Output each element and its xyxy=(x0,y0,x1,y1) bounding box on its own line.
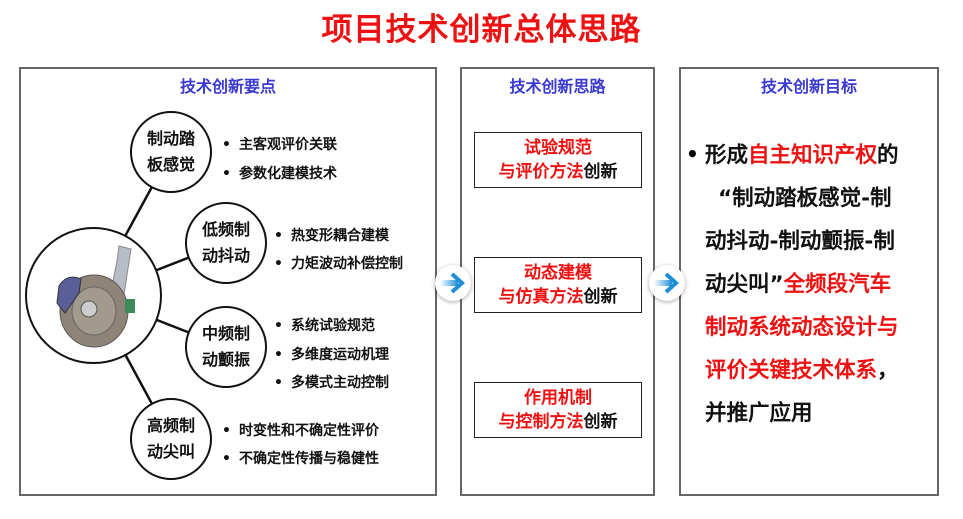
node-label-1: 制动踏 xyxy=(146,129,195,148)
node-high-frequency-squeal: 高频制 动尖叫 xyxy=(130,398,212,480)
goal-segment: 动尖叫” xyxy=(705,272,784,297)
brake-assembly-image xyxy=(25,227,162,364)
bullet-item: 主客观评价关联 xyxy=(222,134,337,154)
node-low-frequency-judder: 低频制 动抖动 xyxy=(185,202,267,284)
goal-segment: 自主知识产权 xyxy=(748,143,878,168)
goal-segment: 并推广应用 xyxy=(705,401,813,426)
arrow-right-icon xyxy=(435,265,471,301)
panel-title: 技术创新目标 xyxy=(760,77,857,96)
bullet-item: 热变形耦合建模 xyxy=(274,225,389,245)
idea-line-2: 与控制方法 xyxy=(498,412,584,432)
node-label-2: 动颤振 xyxy=(201,350,250,369)
brake-disc-icon xyxy=(55,244,135,347)
idea-box-test-evaluation: 试验规范 与评价方法创新 xyxy=(474,132,642,188)
goal-line: 动尖叫”全频段汽车 xyxy=(705,272,891,298)
arrow-right-icon xyxy=(649,265,685,301)
node-mid-frequency-flutter: 中频制 动颤振 xyxy=(185,306,267,388)
node-label-2: 板感觉 xyxy=(146,155,195,174)
idea-suffix: 创新 xyxy=(583,412,618,432)
idea-suffix: 创新 xyxy=(583,162,618,182)
idea-suffix: 创新 xyxy=(583,287,618,307)
goal-line: 形成自主知识产权的 xyxy=(705,143,899,169)
idea-line-2: 与仿真方法 xyxy=(498,287,584,307)
bullet-item: 时变性和不确定性评价 xyxy=(222,420,379,440)
idea-line-1: 动态建模 xyxy=(524,263,592,283)
panel-title: 技术创新要点 xyxy=(179,77,276,96)
panel-title: 技术创新思路 xyxy=(509,77,606,96)
goal-segment: 制动系统动态设计与 xyxy=(705,315,899,340)
idea-line-2: 与评价方法 xyxy=(498,162,584,182)
idea-line-1: 试验规范 xyxy=(524,138,592,158)
goal-segment: 全频段汽车 xyxy=(783,272,892,297)
bullet-item: 多维度运动机理 xyxy=(274,344,389,364)
node-brake-pedal-feel: 制动踏 板感觉 xyxy=(130,111,212,193)
goal-line: 评价关键技术体系， xyxy=(705,358,899,384)
bullet-item: 系统试验规范 xyxy=(274,315,375,335)
goal-line: 动抖动-制动颤振-制 xyxy=(705,229,895,255)
bullet-item: 不确定性传播与稳健性 xyxy=(222,448,379,468)
goal-segment: “制动踏板感觉-制 xyxy=(718,186,892,211)
node-label-2: 动尖叫 xyxy=(146,442,195,461)
idea-line-1: 作用机制 xyxy=(524,388,592,408)
goal-segment: 形成 xyxy=(705,143,749,168)
goal-line: 制动系统动态设计与 xyxy=(705,315,899,341)
bullet-item: 参数化建模技术 xyxy=(222,163,337,183)
goal-segment: 动抖动-制动颤振-制 xyxy=(705,229,895,254)
innovation-ideas-panel: 技术创新思路 试验规范 与评价方法创新 动态建模 与仿真方法创新 作用机制 与控… xyxy=(460,67,655,496)
goal-segment: 评价关键技术体系 xyxy=(705,358,878,383)
node-label-2: 动抖动 xyxy=(201,246,250,265)
node-label-1: 中频制 xyxy=(201,324,250,343)
goal-line: 并推广应用 xyxy=(705,401,813,427)
innovation-goals-panel: 技术创新目标 xyxy=(679,67,939,496)
node-label-1: 低频制 xyxy=(201,220,250,239)
page-title: 项目技术创新总体思路 xyxy=(321,12,642,48)
bullet-item: 多模式主动控制 xyxy=(274,372,389,392)
idea-box-modeling-simulation: 动态建模 与仿真方法创新 xyxy=(474,257,642,313)
node-label-1: 高频制 xyxy=(146,416,195,435)
goal-segment: ， xyxy=(877,358,899,383)
idea-box-mechanism-control: 作用机制 与控制方法创新 xyxy=(474,382,642,438)
goal-segment: 的 xyxy=(877,143,899,168)
goal-bullet: • xyxy=(686,142,699,166)
goal-line: “制动踏板感觉-制 xyxy=(718,186,892,212)
bullet-item: 力矩波动补偿控制 xyxy=(274,253,403,273)
